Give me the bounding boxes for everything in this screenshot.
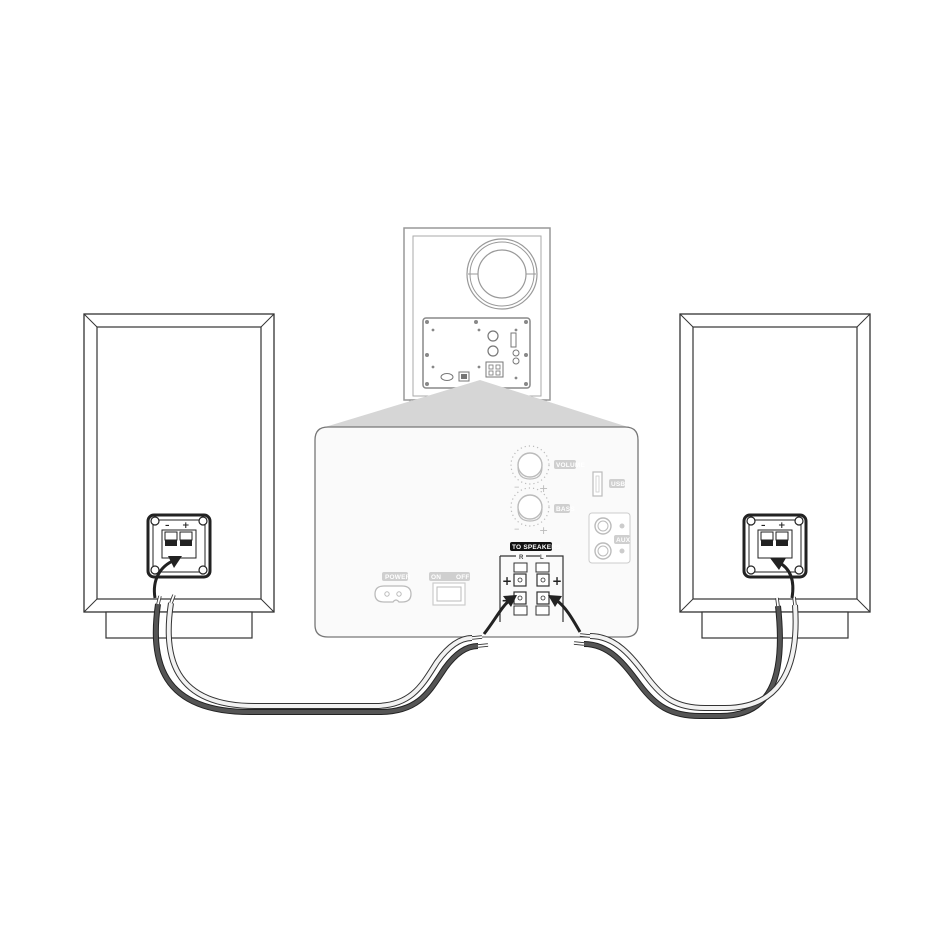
aux-label: AUX (614, 535, 631, 544)
svg-text:TO SPEAKERS: TO SPEAKERS (512, 544, 561, 551)
usb-label: USB (609, 479, 625, 488)
usb-port[interactable] (592, 471, 603, 497)
svg-text:VOLUME: VOLUME (556, 462, 585, 469)
subwoofer-port (466, 238, 538, 310)
power-socket[interactable] (374, 585, 412, 603)
to-speakers-label: TO SPEAKERS (510, 542, 561, 551)
svg-text:AUX: AUX (616, 537, 631, 544)
left-speaker-base (105, 611, 253, 639)
svg-text:USB: USB (611, 481, 625, 488)
aux-input[interactable] (588, 512, 631, 564)
right-speaker: – + (679, 313, 871, 639)
power-switch[interactable] (432, 582, 466, 606)
arrow-left-channel-terminal (548, 595, 582, 633)
power-label: POWER (382, 572, 411, 581)
right-minus-label: – (502, 593, 508, 607)
left-speaker-minus-label: – (165, 521, 170, 531)
svg-text:OFF: OFF (456, 574, 470, 581)
svg-text:BASS: BASS (556, 506, 575, 513)
bass-label: BASS (554, 504, 575, 513)
left-speaker: – + (83, 313, 275, 639)
left-speaker-plus-label: + (182, 521, 190, 531)
svg-text:POWER: POWER (385, 574, 411, 581)
right-plus-label: + (502, 574, 512, 588)
right-speaker-base (701, 611, 849, 639)
right-speaker-cable[interactable] (573, 596, 799, 719)
channel-r-label: R (519, 555, 524, 561)
volume-label: VOLUME (554, 460, 585, 469)
arrow-right-channel-terminal (482, 595, 517, 635)
right-speaker-terminal[interactable]: – + (742, 513, 808, 579)
on-off-label: ON OFF (429, 572, 470, 581)
bass-minus: – (514, 522, 520, 535)
bass-plus: + (539, 524, 548, 537)
left-speaker-cable[interactable] (152, 594, 489, 715)
volume-minus: – (514, 480, 520, 493)
channel-l-label: L (540, 555, 544, 561)
arrow-left-speaker (152, 556, 182, 599)
arrow-right-speaker (770, 558, 795, 599)
right-speaker-minus-label: – (761, 521, 766, 531)
left-plus-label: + (552, 574, 562, 588)
svg-text:ON: ON (431, 574, 441, 581)
terminal-left-channel[interactable] (535, 562, 550, 616)
bass-knob[interactable]: – + (510, 487, 550, 537)
zoom-callout-wedge (325, 380, 628, 427)
right-speaker-plus-label: + (778, 521, 786, 531)
subwoofer-rear-plate (422, 317, 531, 389)
left-speaker-terminal[interactable]: – + (146, 513, 212, 579)
volume-knob[interactable]: – + (510, 445, 550, 495)
rear-panel: – + VOLUME – + BASS USB (314, 426, 639, 638)
volume-plus: + (539, 482, 548, 495)
